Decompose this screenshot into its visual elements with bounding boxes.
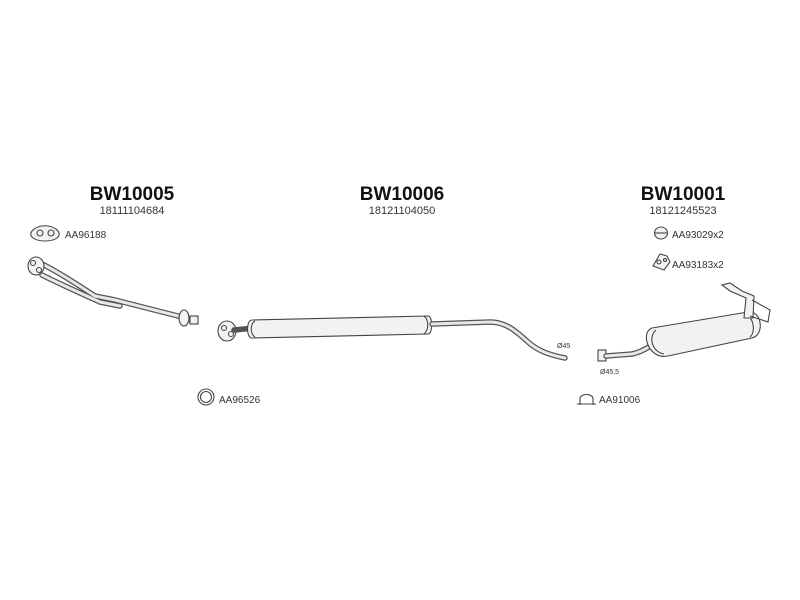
- gasket-part-number: AA96188: [65, 230, 107, 241]
- rubber-mount-icon: [653, 226, 669, 240]
- rear-silencer-drawing: [597, 282, 771, 362]
- middle-pipe-diameter: Ø45: [557, 343, 570, 350]
- rubber-mount-label: AA93029x2: [672, 230, 724, 241]
- bracket-clamp-part-number: AA93183: [672, 260, 714, 271]
- rear-pipe-diameter: Ø45,5: [600, 369, 619, 376]
- front-pipe-code: BW10005: [90, 184, 175, 205]
- rear-silencer-code: BW10001: [641, 184, 726, 205]
- middle-silencer-oe-number: 18121104050: [369, 205, 435, 217]
- front-pipe-oe-number: 18111104684: [100, 205, 165, 217]
- part-header-front: BW10005 18111104684: [90, 184, 175, 217]
- u-clamp-part-number: AA91006: [599, 395, 641, 406]
- rear-silencer-oe-number: 18121245523: [649, 205, 716, 217]
- middle-silencer-code: BW10006: [360, 184, 445, 205]
- gasket-icon: [30, 225, 60, 242]
- bracket-clamp-label: AA93183x2: [672, 260, 724, 271]
- part-header-rear: BW10001 18121245523: [641, 184, 726, 217]
- u-clamp-icon: [577, 393, 596, 405]
- part-header-middle: BW10006 18121104050: [360, 184, 445, 217]
- rubber-mount-quantity: x2: [713, 230, 724, 241]
- ring-gasket-part-number: AA96526: [219, 395, 261, 406]
- bracket-clamp-quantity: x2: [713, 260, 724, 271]
- middle-silencer-drawing: [217, 315, 568, 361]
- bracket-clamp-icon: [652, 253, 671, 271]
- rubber-mount-part-number: AA93029: [672, 230, 714, 241]
- ring-gasket-icon: [197, 388, 215, 406]
- front-pipe-drawing: [27, 256, 199, 327]
